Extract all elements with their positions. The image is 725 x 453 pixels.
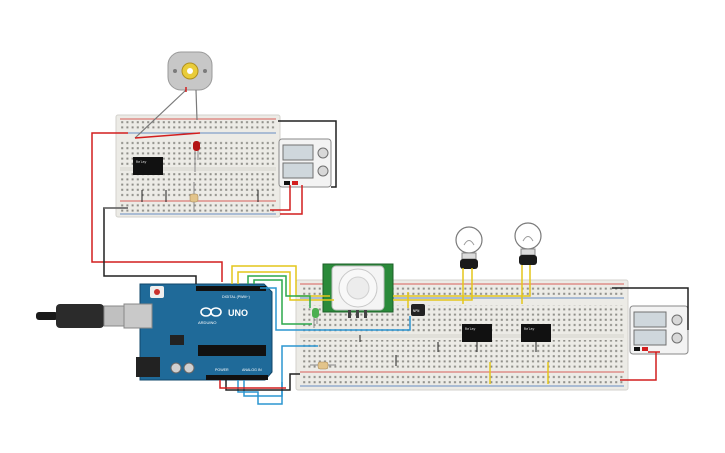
relay-bulb-2[interactable]: Relay bbox=[521, 324, 551, 342]
motor-lead-1 bbox=[134, 89, 187, 139]
wire-green-2 bbox=[253, 279, 312, 325]
power-jack bbox=[136, 357, 160, 377]
motor-lead-2 bbox=[195, 89, 198, 121]
green-led-icon[interactable] bbox=[312, 308, 319, 328]
relay-top-label: Relay bbox=[136, 160, 147, 164]
wire-yellow-3 bbox=[393, 265, 531, 297]
wire-black-ps-top bbox=[278, 120, 337, 188]
resistor-top bbox=[189, 182, 199, 212]
wire-red-2 bbox=[219, 380, 286, 389]
power-header-label: POWER bbox=[215, 368, 229, 372]
arduino-logo-icon bbox=[200, 307, 222, 317]
analog-header-label: ANALOG IN bbox=[242, 368, 262, 372]
red-led-icon[interactable] bbox=[193, 141, 200, 172]
light-bulb-icon[interactable] bbox=[455, 226, 483, 269]
wire-blue-1 bbox=[260, 287, 411, 331]
wire-black-1 bbox=[103, 207, 197, 284]
wires bbox=[91, 120, 689, 405]
transistor-label: NPN bbox=[413, 309, 419, 313]
relay-top[interactable]: Relay bbox=[133, 157, 163, 175]
usb-port bbox=[123, 303, 153, 329]
usb-cable-icon[interactable] bbox=[36, 304, 133, 328]
transistor[interactable]: NPN bbox=[411, 304, 425, 316]
atmega-chip bbox=[198, 345, 266, 356]
light-bulb-icon[interactable] bbox=[514, 222, 542, 265]
relay-bulb-1[interactable]: Relay bbox=[462, 324, 492, 342]
dc-motor-icon[interactable] bbox=[167, 51, 213, 91]
power-supply-icon[interactable] bbox=[278, 138, 332, 188]
wire-yellow-4 bbox=[393, 268, 473, 301]
digital-header-label: DIGITAL (PWM~) bbox=[222, 295, 250, 299]
wire-yellow-2 bbox=[237, 271, 334, 301]
relay-bulb-1-label: Relay bbox=[465, 327, 476, 331]
wire-black-2 bbox=[225, 373, 300, 391]
arduino-model-label: UNO bbox=[228, 308, 248, 318]
wire-red-1 bbox=[91, 132, 223, 282]
power-supply-icon[interactable] bbox=[629, 305, 689, 355]
wire-red-ps-right bbox=[620, 352, 657, 381]
wire-red-ps-top bbox=[270, 185, 291, 211]
digital-header bbox=[196, 286, 266, 291]
wire-green-1 bbox=[247, 275, 311, 308]
resistor-main bbox=[310, 361, 336, 370]
arduino-uno[interactable]: DIGITAL (PWM~) UNO ARDUINO POWER ANALOG … bbox=[123, 283, 273, 381]
arduino-brand-label: ARDUINO bbox=[198, 320, 216, 325]
pir-sensor-icon[interactable] bbox=[322, 263, 394, 318]
breadboard-top bbox=[115, 114, 281, 218]
wire-black-ps-right bbox=[612, 287, 689, 330]
relay-bulb-2-label: Relay bbox=[524, 327, 535, 331]
power-analog-header bbox=[206, 375, 268, 380]
